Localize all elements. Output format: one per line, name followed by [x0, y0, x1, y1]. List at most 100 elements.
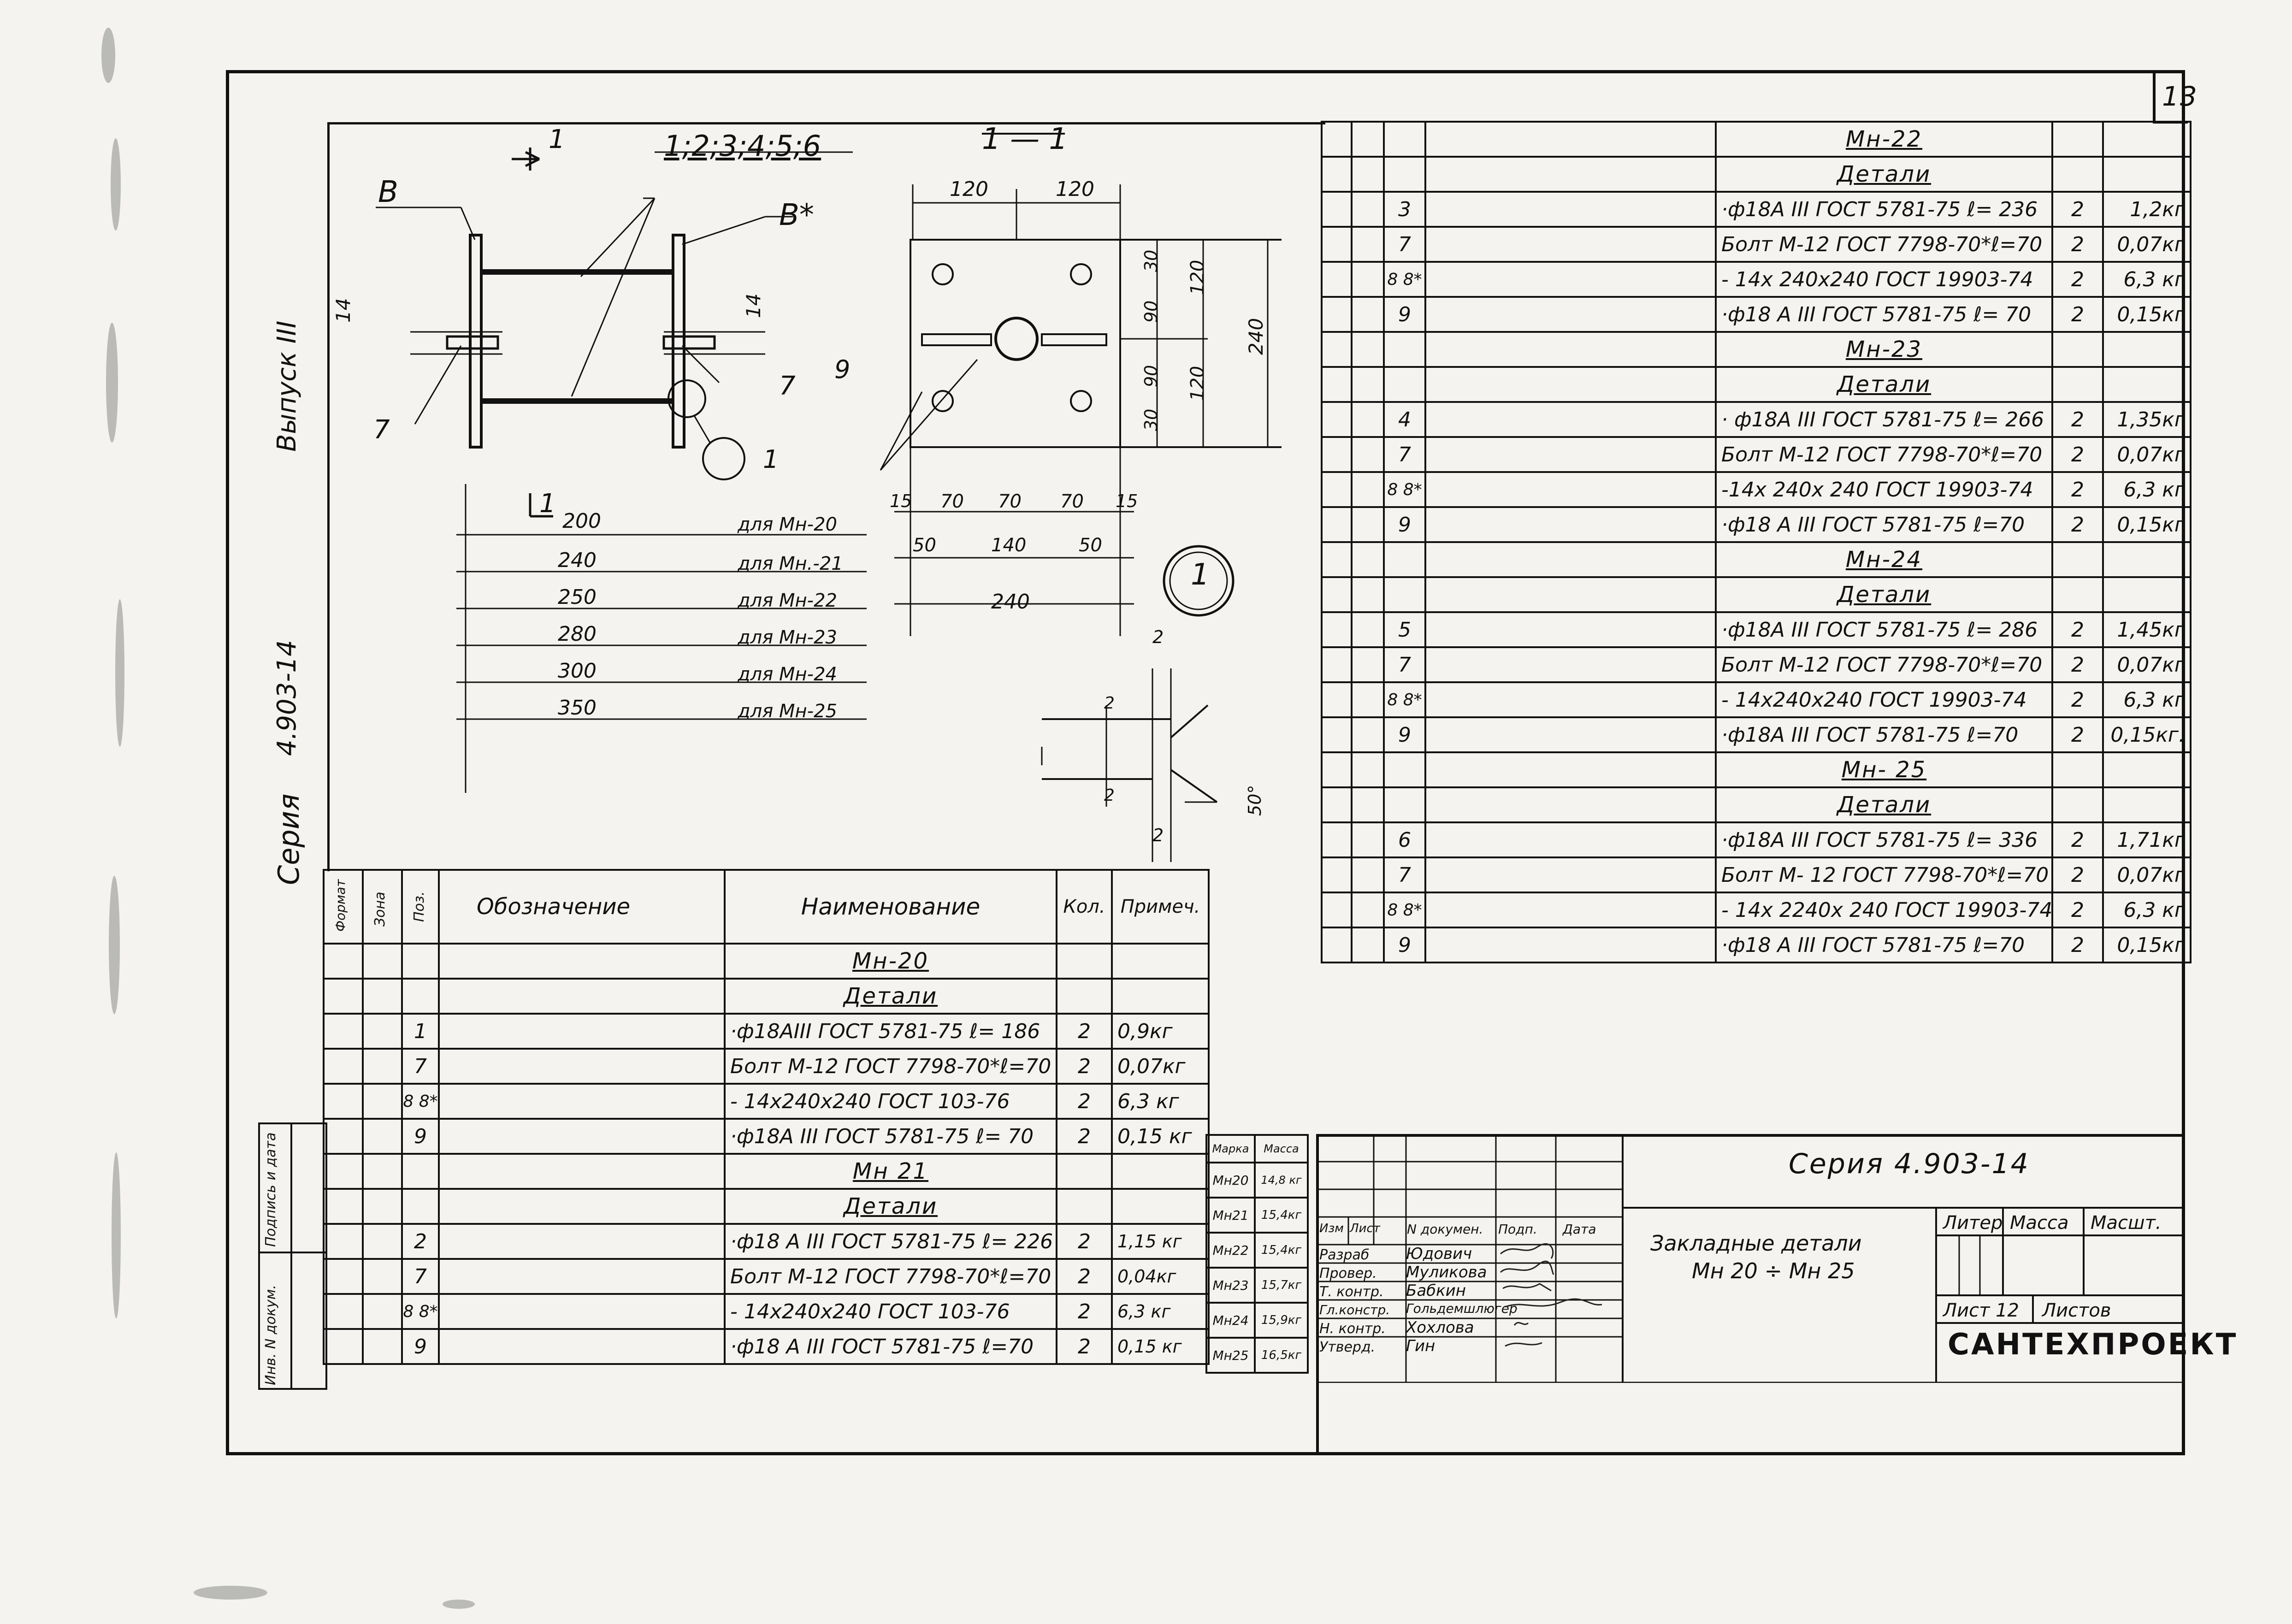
stamp-massa: Масса: [2010, 1212, 2069, 1234]
role-label: Н. контр.: [1319, 1321, 1386, 1337]
group-title-row: Мн- 25: [1321, 751, 2192, 788]
stamp-col-data: Дата: [1563, 1222, 1596, 1237]
section-bottom-dim2-3: 50: [1079, 535, 1102, 556]
group-sub-row: Детали: [1321, 576, 2192, 613]
length-value: 200: [562, 509, 601, 533]
stamp-title-2: Мн 20 ÷ Мн 25: [1692, 1258, 1855, 1283]
header-designation: Обозначение: [438, 869, 726, 945]
role-label: Разраб: [1319, 1247, 1370, 1263]
section-right-total: 240: [1245, 318, 1267, 355]
detail-angle: 50°: [1245, 785, 1265, 816]
role-name: Муликова: [1406, 1263, 1487, 1281]
page-number: 13: [2162, 81, 2198, 112]
mass-header-mass: Масса: [1254, 1134, 1309, 1163]
detail-dim-2: 2: [1104, 694, 1115, 713]
label-7-left: 7: [373, 415, 390, 445]
section-bottom-dim-3: 70: [998, 491, 1022, 512]
role-label: Утверд.: [1319, 1339, 1376, 1355]
spec-table-left: Формат Зона Поз. Обозначение Наименовани…: [323, 869, 1210, 1365]
signatures: [1500, 1243, 1602, 1347]
group-sub-row: Детали: [1321, 786, 2192, 823]
length-value: 300: [558, 659, 597, 683]
title-block: [1316, 1134, 2185, 1455]
group-title-row: Мн 21: [323, 1153, 1210, 1190]
series-label: Серия: [272, 793, 306, 885]
role-name: Гольдемшлюгер: [1406, 1301, 1518, 1316]
role-name: Юдович: [1406, 1245, 1472, 1263]
dim-14-left: 14: [332, 298, 354, 323]
detail-dim-3: 2: [1104, 786, 1115, 805]
section-view: [880, 133, 1282, 636]
issue-label: Выпуск III: [272, 320, 302, 452]
length-value: 350: [558, 696, 597, 720]
length-label: для Мн.-21: [738, 553, 843, 574]
side-stamp-inv: Инв. N докум.: [263, 1285, 279, 1385]
section-bottom-total: 240: [991, 590, 1030, 614]
role-name: Бабкин: [1406, 1281, 1466, 1300]
label-v-star: В*: [779, 198, 814, 232]
section-title: 1 — 1: [982, 122, 1068, 156]
section-right-dim-2: 90: [1141, 300, 1161, 323]
stamp-col-izm: Изм: [1319, 1222, 1344, 1235]
group-sub-row: Детали: [323, 978, 1210, 1015]
header-pos: Поз.: [401, 869, 440, 945]
stamp-org: САНТЕХПРОЕКТ: [1948, 1328, 2238, 1362]
detail-dim-1: 2: [1152, 627, 1164, 647]
header-format: Формат: [323, 869, 364, 945]
stamp-series: Серия 4.903-14: [1789, 1148, 2030, 1180]
group-title-row: Мн-22: [1321, 121, 2192, 158]
stamp-col-list: Лист: [1350, 1222, 1380, 1235]
label-v: В: [378, 175, 398, 209]
section-right-dim-3: 90: [1141, 365, 1161, 387]
stamp-sheets: Листов: [2042, 1300, 2111, 1321]
spec-header-row: Формат Зона Поз. Обозначение Наименовани…: [323, 869, 1210, 945]
side-stamp-sign: Подпись и дата: [263, 1132, 279, 1247]
group-sub-row: Детали: [1321, 156, 2192, 193]
header-zone: Зона: [362, 869, 403, 945]
section-right-dim-1: 30: [1141, 249, 1161, 272]
stamp-title-1: Закладные детали: [1650, 1231, 1862, 1256]
length-value: 280: [558, 622, 597, 646]
group-title-row: Мн-24: [1321, 541, 2192, 578]
section-top-dim-2: 120: [1056, 177, 1094, 201]
section-right-dim2-1: 120: [1187, 260, 1208, 295]
length-value: 250: [558, 585, 597, 609]
dim-14-right: 14: [742, 293, 765, 318]
section-label-9: 9: [834, 355, 851, 384]
section-right-dim2-2: 120: [1187, 366, 1208, 401]
side-stamp: [258, 1122, 327, 1390]
section-mark-top: 1: [549, 124, 565, 154]
length-label: для Мн-25: [738, 701, 837, 722]
mass-header-mark: Марка: [1205, 1134, 1256, 1163]
section-top-dim-1: 120: [950, 177, 988, 201]
detail-callout: 1: [1191, 558, 1210, 592]
callout-1: 1: [763, 445, 779, 474]
section-bottom-dim2-2: 140: [991, 535, 1027, 556]
stamp-masht: Масшт.: [2091, 1212, 2162, 1234]
length-label: для Мн-20: [738, 514, 837, 535]
header-note: Примеч.: [1111, 869, 1210, 945]
section-bottom-dim-4: 70: [1060, 491, 1084, 512]
